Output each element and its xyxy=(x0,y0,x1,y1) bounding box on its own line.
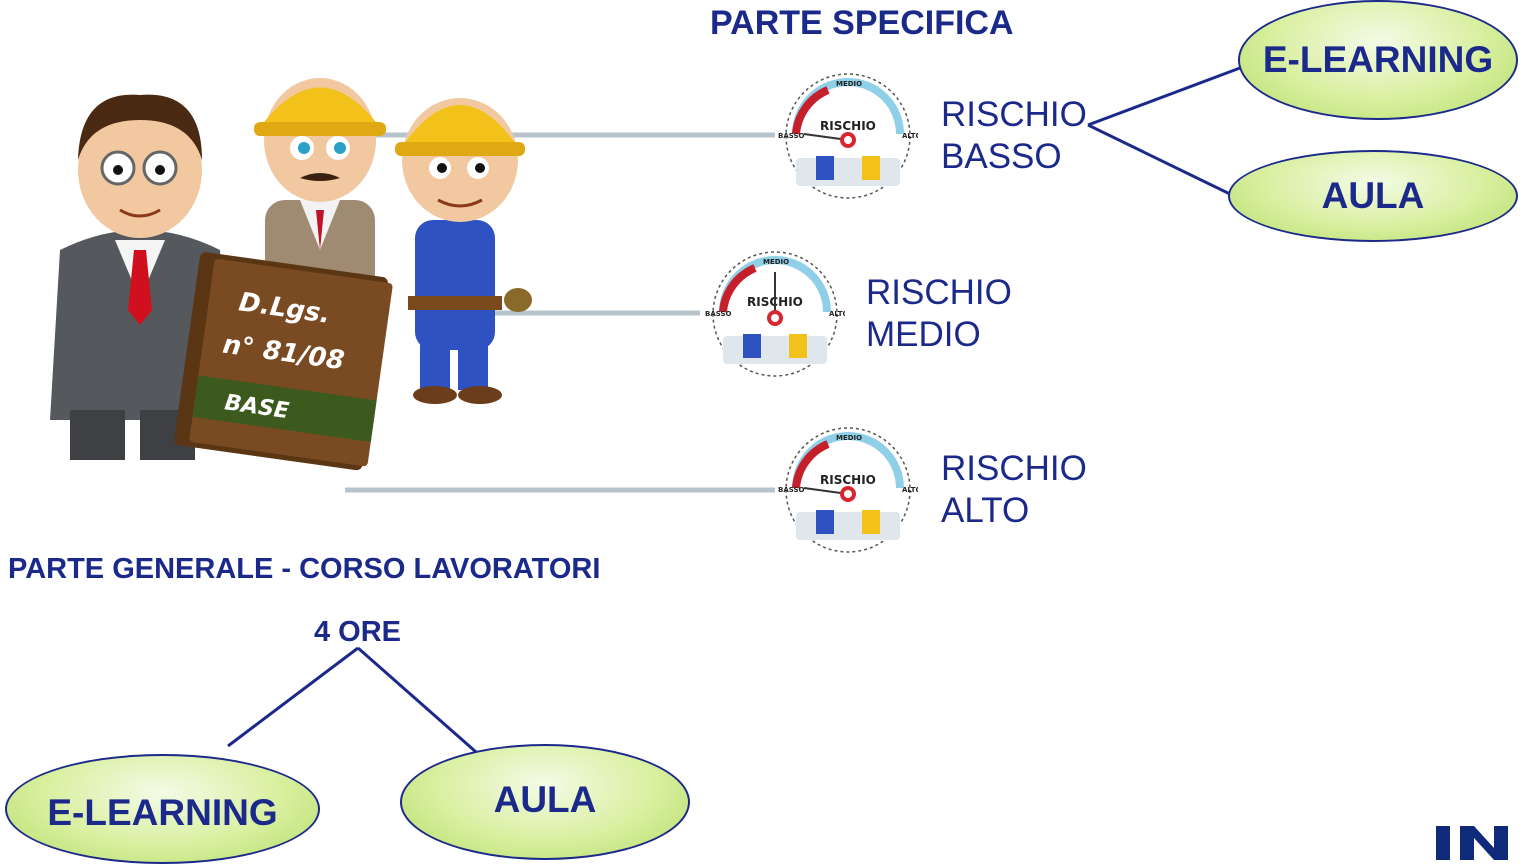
branch-gen-aula xyxy=(357,646,477,754)
gauge-label-low: BASSO xyxy=(705,310,732,318)
risk-gauge-high: MEDIO BASSO ALTO RISCHIO xyxy=(778,427,918,553)
law-book: D.Lgs. n° 81/08 BASE xyxy=(174,252,393,471)
title-parte-specifica: PARTE SPECIFICA xyxy=(710,4,1014,42)
hours-label: 4 ORE xyxy=(314,616,402,648)
gauge-label-low: BASSO xyxy=(778,486,805,494)
branch-spec-elearning xyxy=(1087,66,1241,127)
gauge-label-mid: MEDIO xyxy=(836,434,862,442)
inail-logo xyxy=(1436,826,1508,860)
gauge-label-high: ALTO xyxy=(829,310,845,318)
gauge-label-mid: MEDIO xyxy=(763,258,789,266)
risk-gauge-medium: MEDIO BASSO ALTO RISCHIO xyxy=(705,251,845,377)
gen-elearning-option[interactable]: E-LEARNING xyxy=(5,754,320,864)
worker-figure xyxy=(395,98,532,404)
risk-label-high-line2: ALTO xyxy=(941,491,1030,530)
title-parte-generale: PARTE GENERALE - CORSO LAVORATORI xyxy=(8,553,601,585)
spec-elearning-option[interactable]: E-LEARNING xyxy=(1238,0,1518,120)
workers-illustration: D.Lgs. n° 81/08 BASE xyxy=(50,78,532,471)
risk-label-low-line1: RISCHIO xyxy=(941,95,1087,134)
gauge-title: RISCHIO xyxy=(820,473,876,487)
risk-label-high-line1: RISCHIO xyxy=(941,449,1087,488)
gauge-label-mid: MEDIO xyxy=(836,80,862,88)
spec-aula-option[interactable]: AULA xyxy=(1228,150,1518,242)
branch-spec-aula xyxy=(1087,123,1233,197)
branch-gen-elearning xyxy=(227,646,359,748)
gauge-title: RISCHIO xyxy=(820,119,876,133)
risk-label-low: RISCHIO BASSO xyxy=(941,94,1087,178)
risk-label-medium: RISCHIO MEDIO xyxy=(866,272,1012,356)
risk-label-low-line2: BASSO xyxy=(941,137,1062,176)
gauge-label-low: BASSO xyxy=(778,132,805,140)
gauge-label-high: ALTO xyxy=(902,486,918,494)
risk-label-high: RISCHIO ALTO xyxy=(941,448,1087,532)
gauge-label-high: ALTO xyxy=(902,132,918,140)
risk-gauge-low: MEDIO BASSO ALTO RISCHIO xyxy=(778,73,918,199)
gen-aula-option[interactable]: AULA xyxy=(400,744,690,860)
branch-lines xyxy=(227,66,1241,754)
risk-label-medium-line2: MEDIO xyxy=(866,315,981,354)
risk-label-medium-line1: RISCHIO xyxy=(866,273,1012,312)
